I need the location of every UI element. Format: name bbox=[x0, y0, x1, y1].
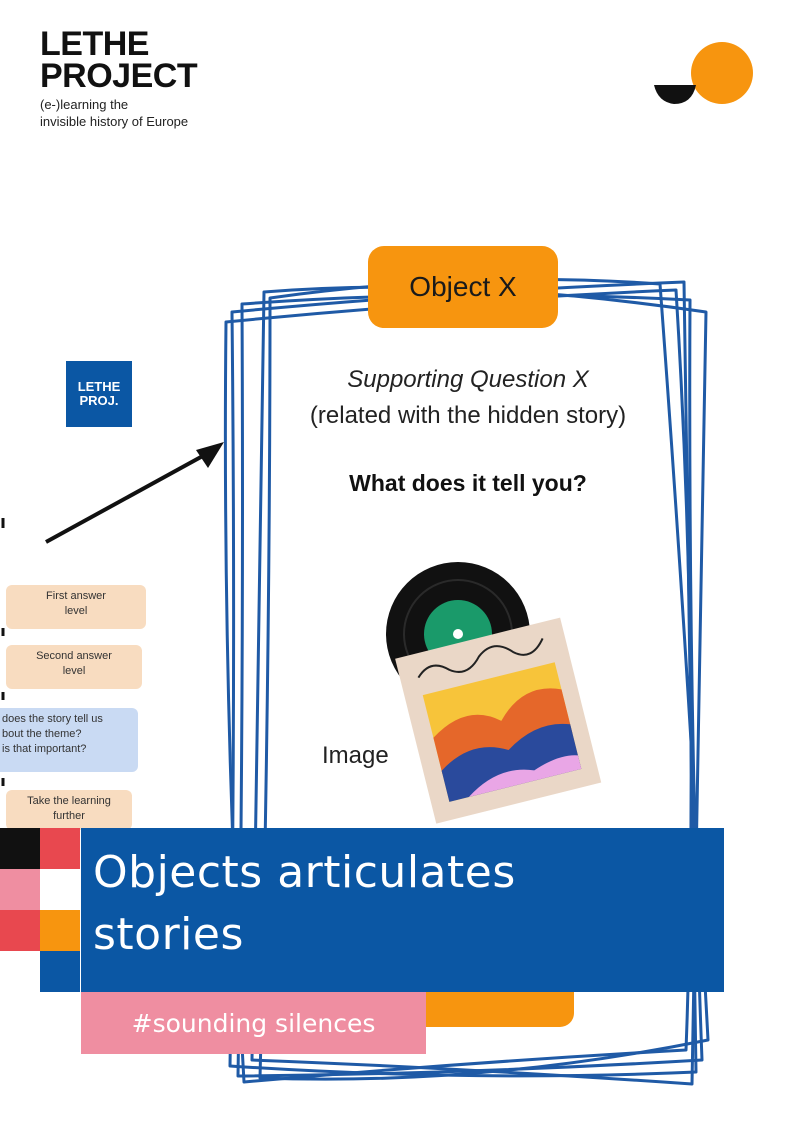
sketch-frame bbox=[223, 277, 710, 1086]
hashtag-banner: #sounding silences bbox=[81, 992, 426, 1054]
half-circle-and-orange-circle-icon bbox=[654, 42, 753, 104]
mosaic-square bbox=[0, 869, 40, 910]
mosaic-square bbox=[40, 828, 80, 869]
note-learning-further: Take the learning further bbox=[6, 790, 132, 830]
brand-title: LETHE PROJECT bbox=[40, 25, 198, 95]
arrow-icon bbox=[45, 442, 224, 544]
mosaic-square bbox=[40, 951, 80, 992]
lethe-mini-logo: LETHE PROJ. bbox=[66, 361, 132, 427]
color-mosaic bbox=[0, 828, 80, 992]
note-first-answer: First answer level bbox=[6, 585, 146, 629]
object-label-tab: Object X bbox=[368, 246, 558, 328]
hashtag-label: #sounding silences bbox=[131, 1008, 376, 1038]
headline-title: Objects articulates stories bbox=[93, 847, 516, 960]
note-theme-question: does the story tell us bout the theme? i… bbox=[0, 708, 138, 772]
mosaic-square bbox=[40, 910, 80, 951]
note-second-answer: Second answer level bbox=[6, 645, 142, 689]
headline-banner: Objects articulates stories bbox=[81, 828, 724, 992]
mosaic-square bbox=[0, 828, 40, 869]
mosaic-square bbox=[40, 869, 80, 910]
mosaic-square bbox=[0, 951, 40, 992]
mosaic-square bbox=[0, 910, 40, 951]
vinyl-record-and-sleeve-icon bbox=[386, 562, 602, 824]
object-card-illustration bbox=[1, 277, 710, 1086]
image-label: Image bbox=[322, 742, 389, 769]
brand-header: LETHE PROJECT (e-)learning the invisible… bbox=[40, 25, 198, 130]
card-prompt: What does it tell you? bbox=[349, 470, 587, 496]
brand-tagline: (e-)learning the invisible history of Eu… bbox=[40, 97, 189, 129]
supporting-question: Supporting Question X (related with the … bbox=[309, 366, 627, 429]
